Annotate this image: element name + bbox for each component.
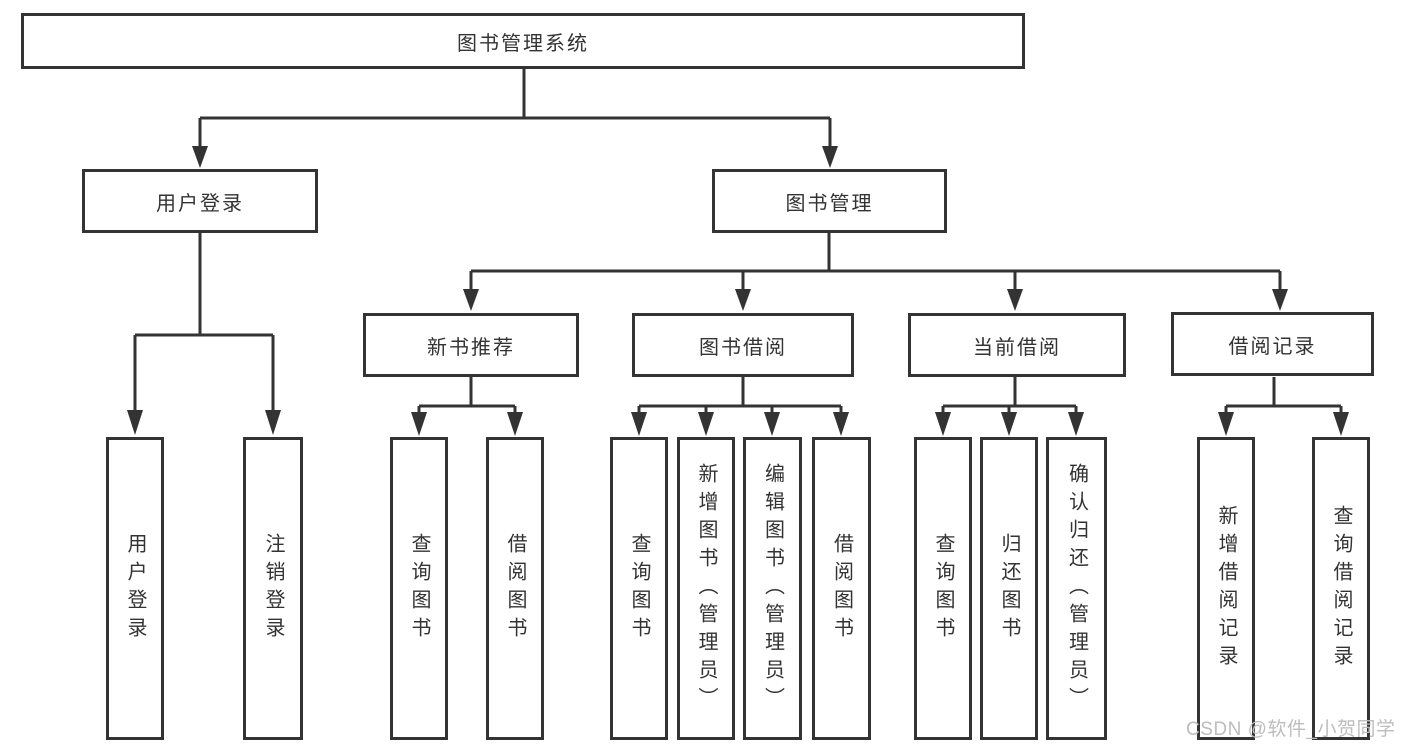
leaf-query-books-borrow: 查询图书 — [610, 437, 668, 740]
connector-new-book-recommend-to-leaves — [411, 377, 523, 436]
node-book-borrow: 图书借阅 — [632, 313, 854, 377]
node-borrow-records: 借阅记录 — [1171, 312, 1374, 376]
connector-book-borrow-to-leaves — [631, 377, 849, 436]
leaf-borrow-books-recommend: 借阅图书 — [486, 437, 544, 740]
leaf-query-books-current: 查询图书 — [914, 437, 972, 740]
node-root-system: 图书管理系统 — [21, 13, 1025, 69]
leaf-logout-login: 注销登录 — [243, 437, 303, 740]
connector-user-login-to-leaves — [127, 233, 281, 435]
node-user-login: 用户登录 — [82, 169, 318, 233]
node-book-management: 图书管理 — [712, 169, 947, 233]
node-new-book-recommend: 新书推荐 — [363, 313, 579, 377]
leaf-add-books-admin: 新增图书（管理员） — [677, 437, 735, 740]
leaf-query-books-recommend: 查询图书 — [390, 437, 448, 740]
connector-current-borrow-to-leaves — [935, 377, 1084, 436]
leaf-edit-books-admin: 编辑图书（管理员） — [743, 437, 802, 740]
csdn-watermark: CSDN @软件_小贺同学 — [1186, 719, 1396, 740]
node-current-borrow: 当前借阅 — [908, 313, 1126, 377]
leaf-borrow-books: 借阅图书 — [812, 437, 871, 740]
leaf-add-borrow-record: 新增借阅记录 — [1197, 437, 1255, 740]
connector-borrow-records-to-leaves — [1218, 377, 1349, 436]
leaf-confirm-return-admin: 确认归还（管理员） — [1046, 437, 1107, 740]
connector-root-to-level2 — [192, 69, 838, 168]
leaf-user-login: 用户登录 — [106, 437, 164, 740]
leaf-query-borrow-record: 查询借阅记录 — [1312, 437, 1370, 740]
leaf-return-books: 归还图书 — [980, 437, 1038, 740]
connector-book-management-to-level3 — [463, 233, 1288, 311]
